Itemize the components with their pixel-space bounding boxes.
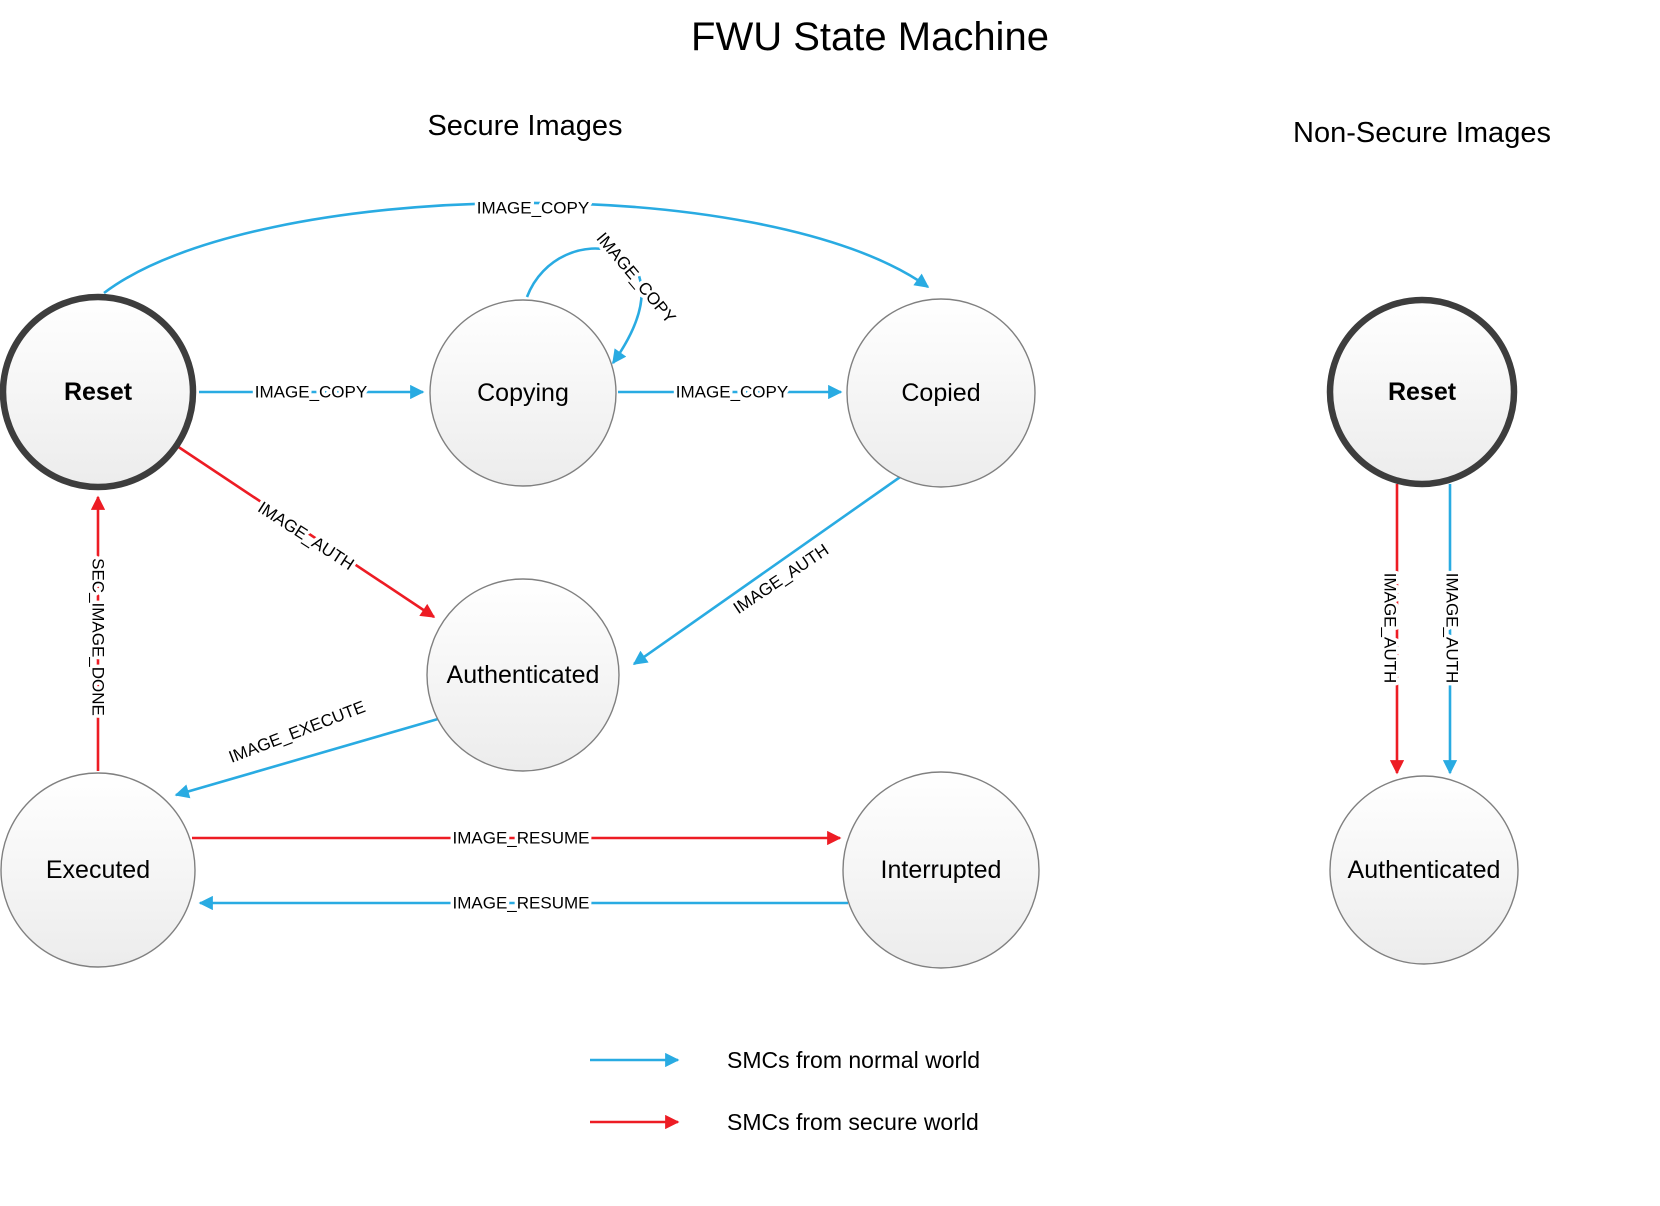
state-label: Copying bbox=[477, 379, 569, 407]
edge-copied-to-authenticated bbox=[632, 473, 904, 666]
edge-label-ns-image-auth-blue: IMAGE_AUTH bbox=[1443, 573, 1462, 684]
state-node-reset-non-secure: Reset bbox=[1326, 296, 1518, 488]
edge-label-sec-image-done: SEC_IMAGE_DONE bbox=[89, 558, 108, 716]
state-circle bbox=[426, 578, 620, 772]
edge-label-ns-image-auth-red: IMAGE_AUTH bbox=[1381, 573, 1400, 684]
state-node-copying: Copying bbox=[429, 299, 617, 487]
edge-copying-self-loop bbox=[525, 247, 643, 365]
state-circle bbox=[429, 299, 617, 487]
state-label: Authenticated bbox=[447, 661, 600, 689]
diagram-title: FWU State Machine bbox=[691, 15, 1049, 59]
edge-label-image-resume-blue: IMAGE_RESUME bbox=[453, 894, 590, 913]
legend-label-secure-world: SMCs from secure world bbox=[727, 1109, 979, 1135]
state-label: Authenticated bbox=[1348, 856, 1501, 884]
state-circle bbox=[0, 772, 196, 968]
state-node-authenticated-non-secure: Authenticated bbox=[1329, 775, 1519, 965]
state-node-reset-secure: Reset bbox=[0, 293, 197, 491]
edge-label-image-copy-arc: IMAGE_COPY bbox=[477, 199, 589, 218]
edges-layer bbox=[90, 201, 1458, 911]
legend: SMCs from normal world SMCs from secure … bbox=[590, 1047, 980, 1135]
legend-label-normal-world: SMCs from normal world bbox=[727, 1047, 980, 1073]
state-circle bbox=[842, 771, 1040, 969]
edge-authenticated-to-executed bbox=[174, 717, 439, 799]
state-circle bbox=[1329, 775, 1519, 965]
edge-label-image-auth-red: IMAGE_AUTH bbox=[254, 498, 357, 574]
edge-reset-to-copied-arc bbox=[103, 201, 930, 295]
state-label: Reset bbox=[1388, 378, 1457, 406]
state-circle bbox=[846, 298, 1036, 488]
state-circle bbox=[0, 293, 197, 491]
edge-label-image-resume-red: IMAGE_RESUME bbox=[453, 829, 590, 848]
state-label: Copied bbox=[901, 379, 980, 407]
section-header-secure: Secure Images bbox=[427, 110, 622, 142]
edge-label-image-copy-2: IMAGE_COPY bbox=[676, 383, 788, 402]
state-node-executed: Executed bbox=[0, 772, 196, 968]
state-label: Interrupted bbox=[881, 856, 1002, 884]
state-node-interrupted: Interrupted bbox=[842, 771, 1040, 969]
edge-reset-to-authenticated bbox=[176, 444, 436, 619]
state-label: Executed bbox=[46, 856, 150, 884]
edge-label-image-auth-blue: IMAGE_AUTH bbox=[730, 540, 832, 618]
state-node-copied: Copied bbox=[846, 298, 1036, 488]
state-circle bbox=[1326, 296, 1518, 488]
edge-labels-layer: IMAGE_COPY IMAGE_COPY IMAGE_COPY IMAGE_C… bbox=[85, 195, 1465, 916]
state-label: Reset bbox=[64, 378, 133, 406]
edge-label-image-execute: IMAGE_EXECUTE bbox=[226, 697, 368, 767]
edge-label-image-copy-selfloop: IMAGE_COPY bbox=[593, 229, 680, 327]
section-header-non-secure: Non-Secure Images bbox=[1293, 117, 1551, 149]
state-node-authenticated-secure: Authenticated bbox=[426, 578, 620, 772]
edge-label-image-copy-1: IMAGE_COPY bbox=[255, 383, 367, 402]
